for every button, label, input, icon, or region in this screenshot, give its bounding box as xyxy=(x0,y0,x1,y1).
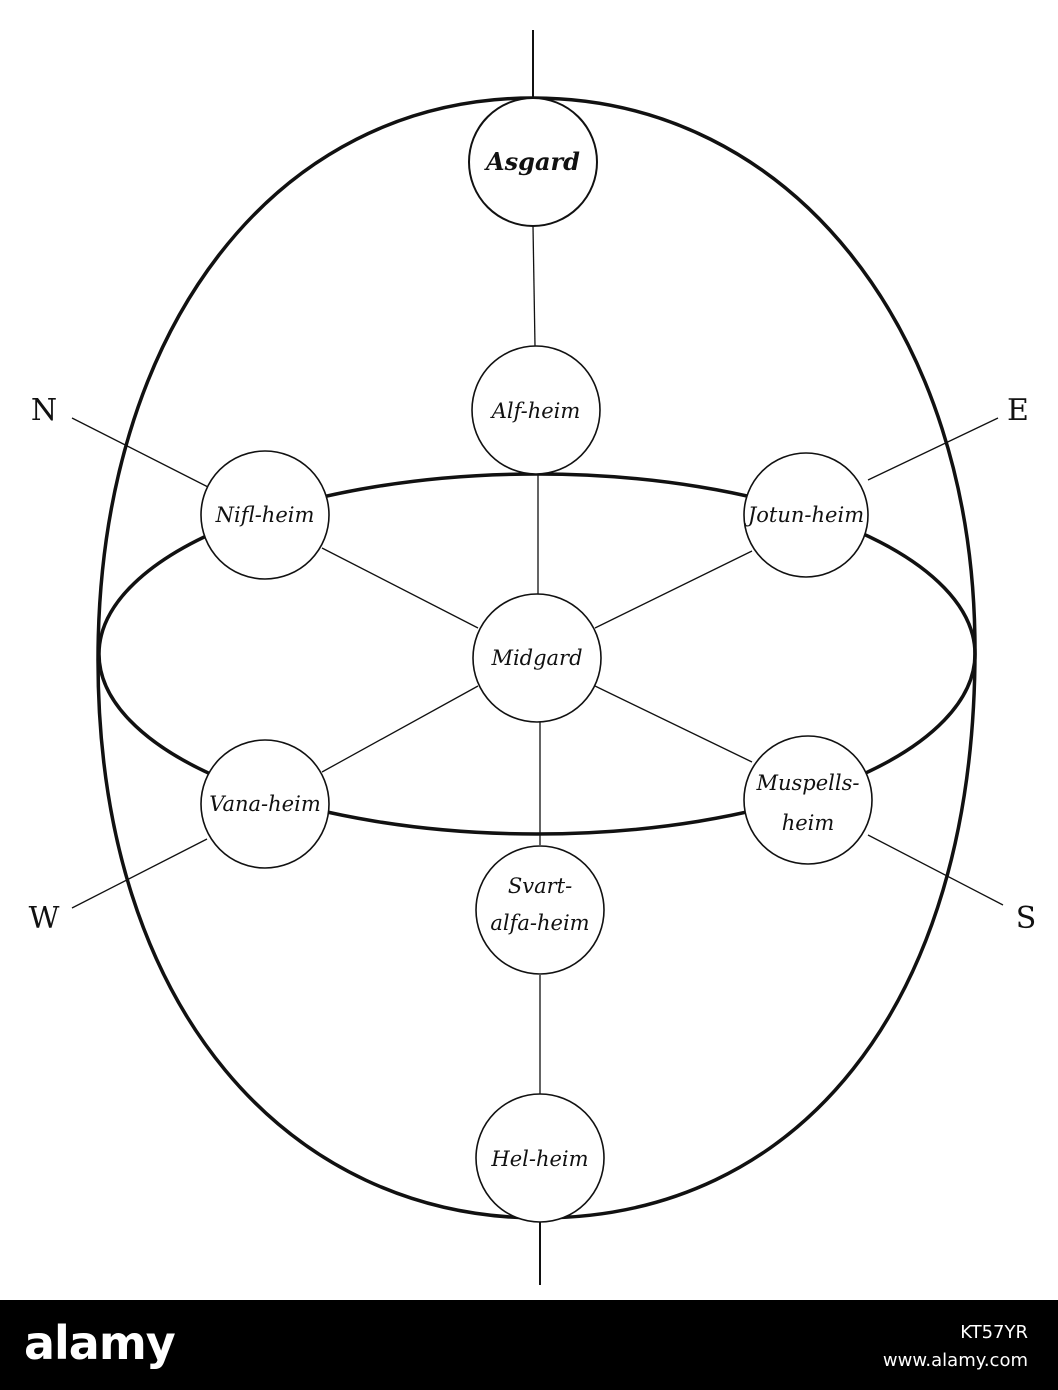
nine-worlds-diagram: Asgard Alf-heim Nifl-heim Jotun-heim Mid… xyxy=(29,30,1037,1285)
realm-label-helheim: Hel-heim xyxy=(490,1147,588,1171)
realm-muspellsheim: Muspells- heim xyxy=(743,735,873,865)
realm-label-jotunheim: Jotun-heim xyxy=(744,503,864,527)
realm-label-muspellsheim-2: heim xyxy=(782,811,835,835)
realm-label-midgard: Midgard xyxy=(490,646,582,670)
brand-logo[interactable]: alamy xyxy=(24,1316,176,1370)
direction-east: E xyxy=(1007,393,1029,428)
realm-label-alfheim: Alf-heim xyxy=(490,399,581,423)
realm-niflheim: Nifl-heim xyxy=(200,450,330,580)
realm-svartalfaheim: Svart- alfa-heim xyxy=(475,845,605,975)
realm-label-muspellsheim-1: Muspells- xyxy=(756,771,860,795)
direction-west: W xyxy=(29,901,60,936)
realm-label-asgard: Asgard xyxy=(484,147,580,176)
realm-jotunheim: Jotun-heim xyxy=(743,452,869,578)
realm-label-vanaheim: Vana-heim xyxy=(209,792,320,816)
realm-helheim: Hel-heim xyxy=(475,1093,605,1223)
realm-label-svartalfaheim-1: Svart- xyxy=(508,874,572,898)
realm-label-svartalfaheim-2: alfa-heim xyxy=(490,911,589,935)
direction-north: N xyxy=(31,393,57,428)
realm-alfheim: Alf-heim xyxy=(471,345,601,475)
realm-asgard: Asgard xyxy=(468,97,598,227)
realm-label-niflheim: Nifl-heim xyxy=(215,503,315,527)
image-id: KT57YR xyxy=(960,1322,1028,1343)
connector-lines xyxy=(71,225,1004,1095)
direction-south: S xyxy=(1016,901,1037,936)
watermark-footer: alamy KT57YR www.alamy.com xyxy=(0,1300,1058,1390)
site-url[interactable]: www.alamy.com xyxy=(882,1350,1028,1371)
realm-vanaheim: Vana-heim xyxy=(200,739,330,869)
realm-midgard: Midgard xyxy=(472,593,602,723)
